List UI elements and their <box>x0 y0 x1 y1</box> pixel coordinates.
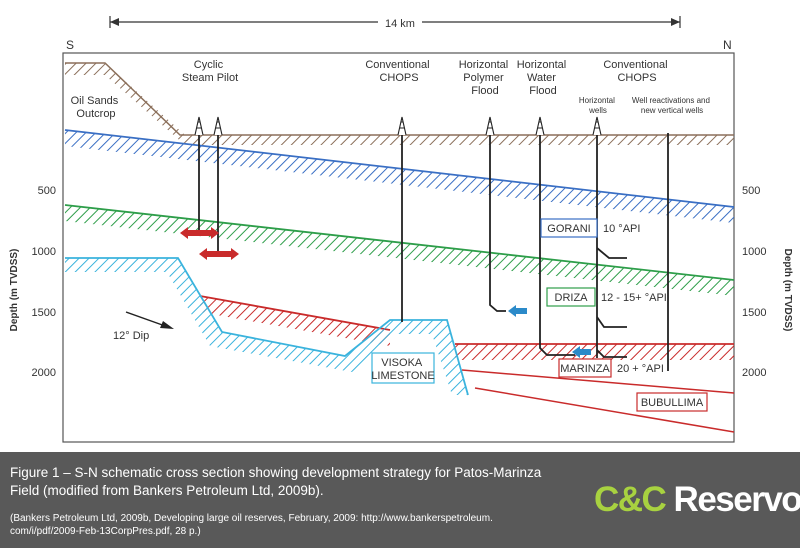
derrick-icon <box>397 116 407 136</box>
derrick-icon <box>485 116 495 136</box>
derrick-icon <box>592 116 602 136</box>
scale-bar: 14 km <box>109 14 681 30</box>
tick-label: 1500 <box>742 307 766 319</box>
tick-label: 500 <box>38 185 56 197</box>
dip-label: 12° Dip <box>113 330 149 342</box>
formation-api: 10 °API <box>603 223 640 235</box>
south-label: S <box>66 38 74 52</box>
polymer-flood-label: Horizontal Polymer Flood <box>459 59 512 97</box>
driza-layer <box>64 204 735 296</box>
formation-marinza: MARINZA 20 + °API <box>558 358 664 378</box>
caption-bar: Figure 1 – S-N schematic cross section s… <box>0 452 800 548</box>
limestone-label: VISOKA LIMESTONE <box>371 357 434 382</box>
formation-gorani: GORANI 10 °API <box>540 218 640 238</box>
reactivations-label: Well reactivations and new vertical well… <box>632 96 712 115</box>
tick-label: 2000 <box>742 367 766 379</box>
derrick-icon <box>194 116 204 136</box>
blue-arrow-icon <box>508 305 527 317</box>
figure-source: (Bankers Petroleum Ltd, 2009b, Developin… <box>10 513 493 537</box>
logo-cc: C&C <box>594 480 667 519</box>
wells <box>198 133 669 371</box>
dip-arrow <box>125 311 174 329</box>
limestone-layer <box>65 257 469 396</box>
water-flood-label: Horizontal Water Flood <box>517 59 570 97</box>
derrick-icon <box>213 116 223 136</box>
formation-name: GORANI <box>547 223 590 235</box>
tick-label: 1500 <box>32 307 56 319</box>
derrick-icon <box>535 116 545 136</box>
cyclic-steam-label: Cyclic Steam Pilot <box>182 59 238 84</box>
flood-arrows <box>508 305 591 358</box>
north-label: N <box>723 38 732 52</box>
section-frame <box>62 52 735 443</box>
company-logo: C&C Reservoirs <box>594 480 800 520</box>
outcrop-label: Oil Sands Outcrop <box>71 95 122 120</box>
horizontal-wells-label: Horizontal wells <box>579 96 617 115</box>
marinza-layer <box>199 295 734 360</box>
formation-api: 20 + °API <box>617 363 664 375</box>
formation-name: DRIZA <box>555 292 589 304</box>
formation-api: 12 - 15+ °API <box>601 292 667 304</box>
logo-reservoirs: Reservoirs <box>673 480 800 519</box>
formation-driza: DRIZA 12 - 15+ °API <box>546 287 667 307</box>
scale-label: 14 km <box>385 18 415 30</box>
tick-label: 1000 <box>32 246 56 258</box>
tick-label: 2000 <box>32 367 56 379</box>
limestone-box: VISOKA LIMESTONE <box>371 352 435 384</box>
figure-caption: Figure 1 – S-N schematic cross section s… <box>10 465 542 498</box>
steam-arrows <box>180 227 239 260</box>
gorani-layer <box>64 129 735 223</box>
tick-label: 500 <box>742 185 760 197</box>
red-arrow-icon <box>180 227 219 239</box>
top-labels: Oil Sands Outcrop Cyclic Steam Pilot Con… <box>71 59 670 120</box>
formation-name: BUBULLIMA <box>641 397 704 409</box>
depth-ticks-left: 500 1000 1500 2000 <box>32 185 56 379</box>
depth-axis-label-left: Depth (m TVDSS) <box>9 249 20 332</box>
formation-name: MARINZA <box>560 363 610 375</box>
depth-ticks-right: 500 1000 1500 2000 <box>742 185 766 379</box>
derrick-icons <box>194 116 602 136</box>
chops-label-1: Conventional CHOPS <box>365 59 432 84</box>
formation-bubullima: BUBULLIMA <box>636 392 708 412</box>
blue-arrow-icon <box>572 346 591 358</box>
bubullima-layer <box>461 369 735 433</box>
depth-axis-label-right: Depth (m TVDSS) <box>782 249 793 332</box>
chops-label-2: Conventional CHOPS <box>603 59 670 84</box>
red-arrow-icon <box>199 248 239 260</box>
tick-label: 1000 <box>742 246 766 258</box>
